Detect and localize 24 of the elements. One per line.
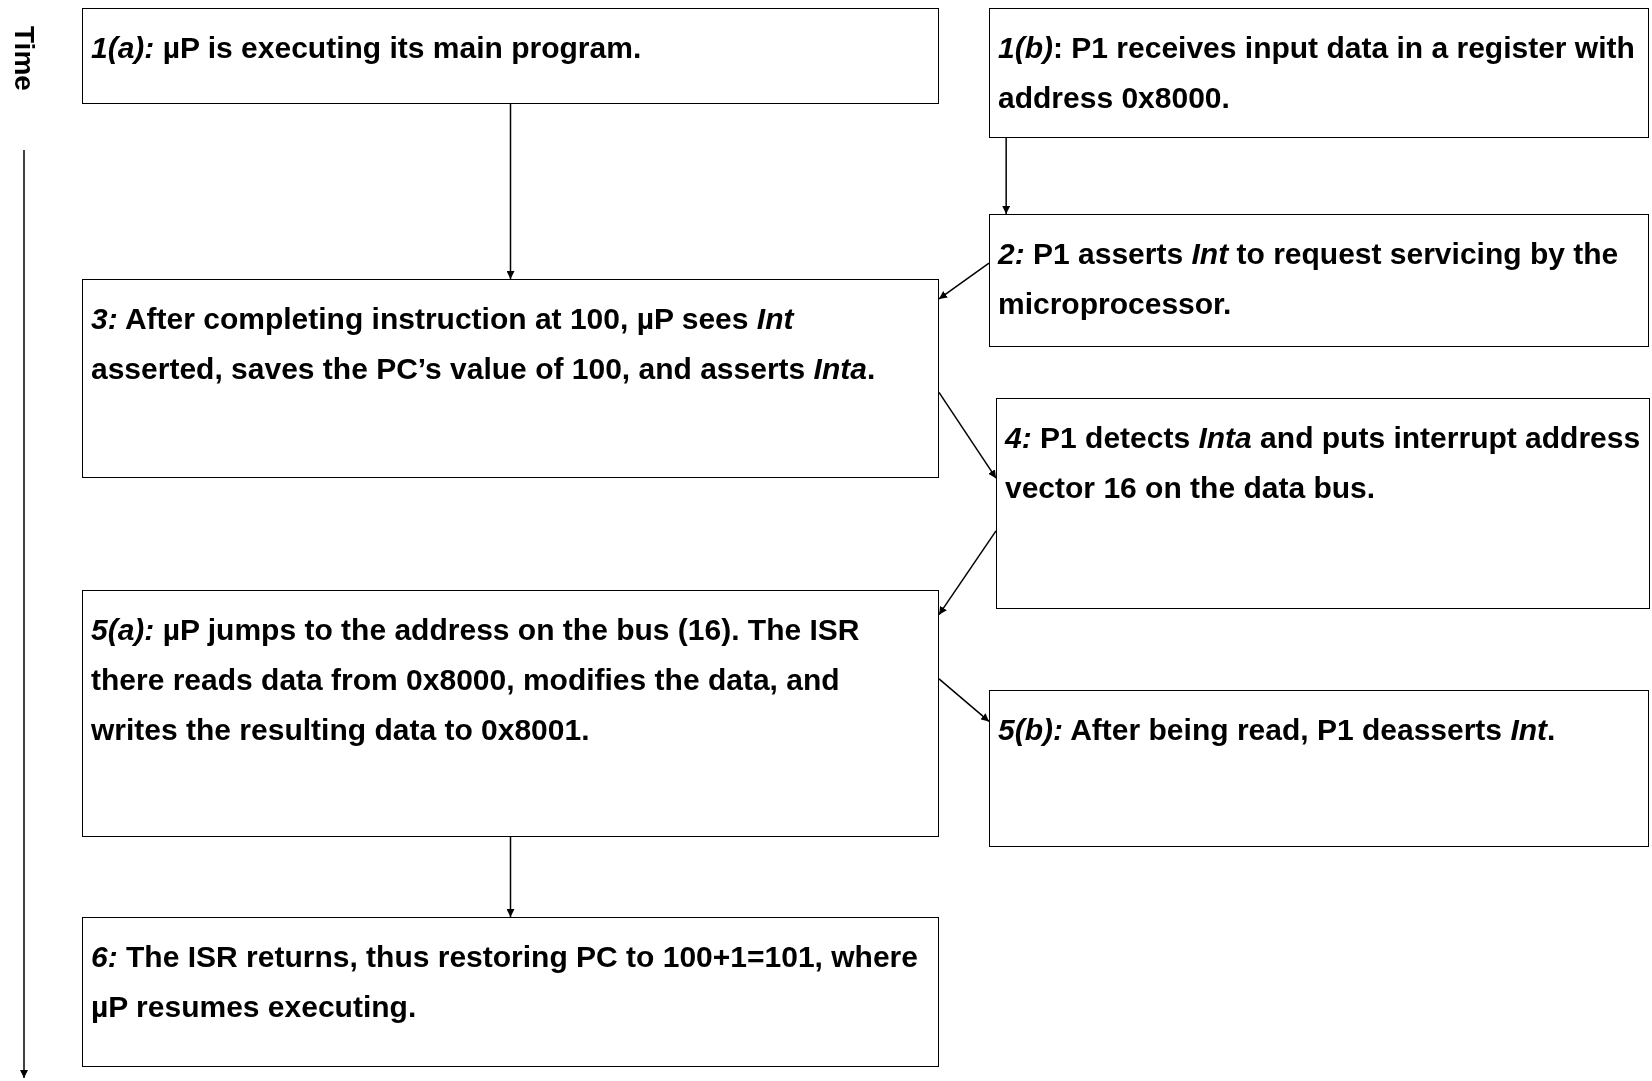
step-text: 6: The ISR returns, thus restoring PC to 100+1=101, where µP resumes executing. [91, 939, 919, 1025]
step-text: 3: After completing instruction at 100, µP sees Int asserted, saves the PC’s value of 100, and asserts Inta. [91, 301, 877, 387]
step-text: 2: P1 asserts Int to request servicing by the microprocessor. [998, 236, 1620, 322]
step-text: 5(a): µP jumps to the address on the bus (16). The ISR there reads data from 0x8000, modifies the data, and writes the resulting data to 0x8001. [91, 612, 861, 748]
arrow [506, 103, 515, 280]
step-box [82, 279, 939, 478]
step-text: 4: P1 detects Inta and puts interrupt address vector 16 on the data bus. [1005, 420, 1641, 506]
step-box [82, 917, 939, 1067]
step-text: 1(a): µP is executing its main program. [91, 30, 643, 66]
step-box [989, 8, 1649, 138]
axis-label: Time [8, 26, 40, 91]
arrow [1002, 137, 1011, 215]
arrow [938, 391, 997, 479]
arrow [506, 836, 515, 918]
step-text: 5(b): After being read, P1 deasserts Int. [998, 712, 1557, 748]
step-box [82, 8, 939, 104]
step-box [996, 398, 1650, 609]
arrow [938, 262, 990, 300]
arrow [938, 530, 997, 616]
step-box [989, 690, 1649, 847]
step-box [989, 214, 1649, 347]
step-box [82, 590, 939, 837]
arrow [938, 678, 990, 723]
step-text: 1(b): P1 receives input data in a register with address 0x8000. [998, 30, 1636, 116]
